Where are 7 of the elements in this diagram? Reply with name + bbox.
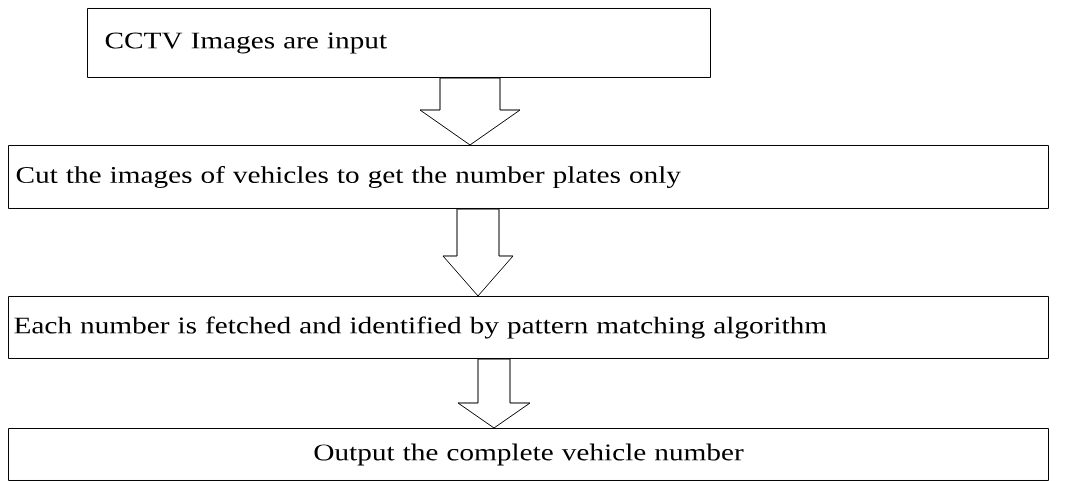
block-arrow bbox=[419, 77, 521, 146]
process-box: Cut the images of vehicles to get the number plates only bbox=[8, 145, 1049, 209]
process-box: Each number is fetched and identified by pattern matching algorithm bbox=[8, 296, 1049, 359]
block-arrow bbox=[457, 358, 531, 429]
process-box: CCTV Images are input bbox=[87, 8, 711, 78]
block-arrow bbox=[442, 208, 514, 297]
process-box: Output the complete vehicle number bbox=[8, 428, 1049, 481]
